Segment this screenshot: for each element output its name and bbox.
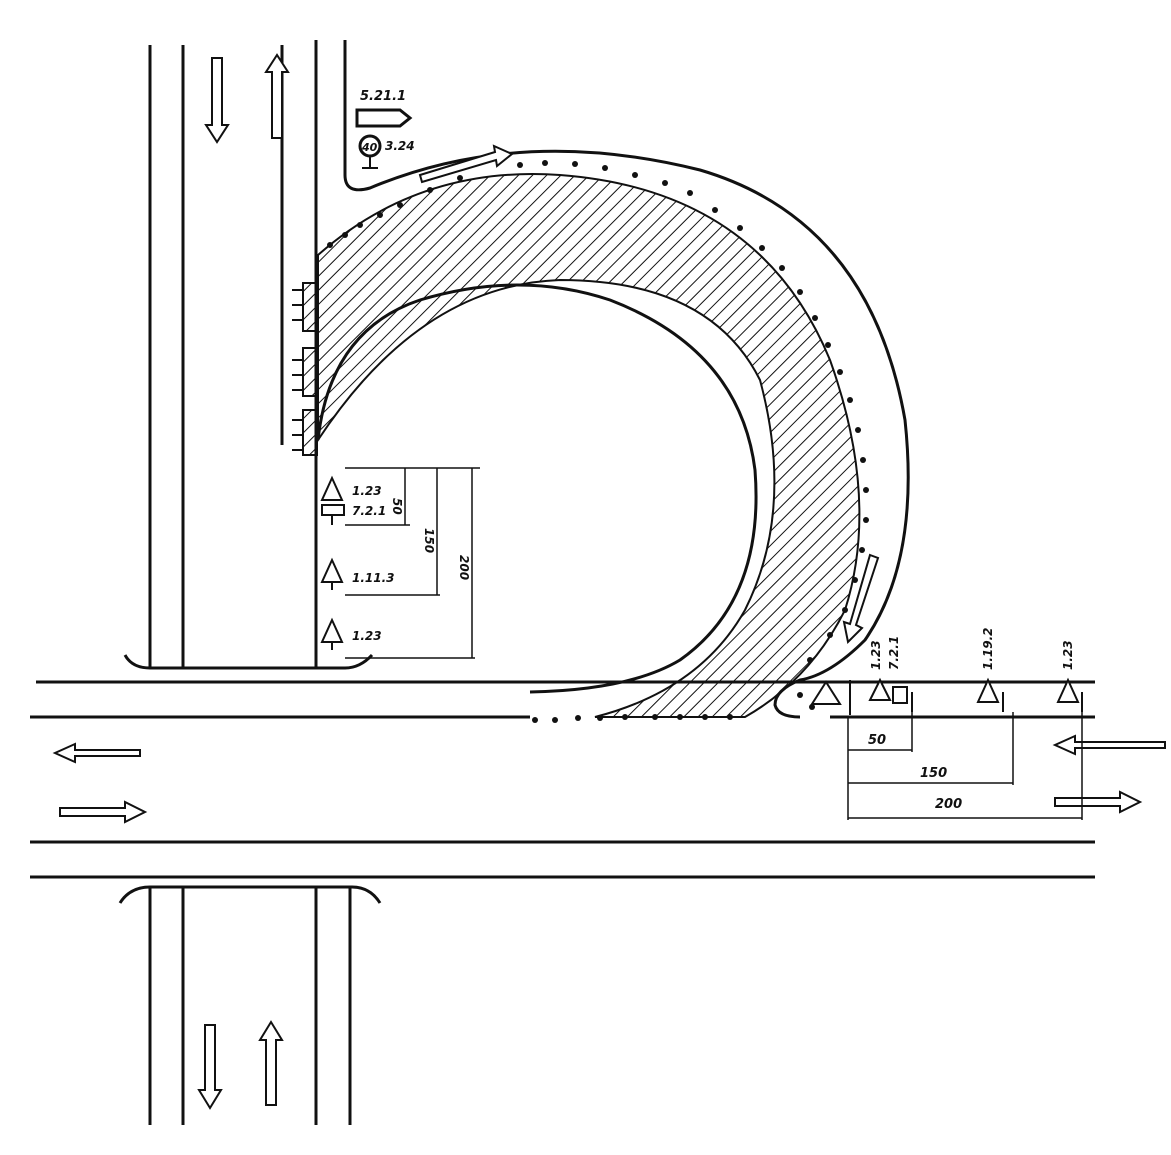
left-sign-labels: 1.23 7.2.1 1.11.3 1.23 <box>352 484 395 643</box>
left-sign-4: 1.23 <box>352 629 382 643</box>
arrow-east-west-right <box>1052 734 1166 756</box>
right-dimension-lines <box>847 712 1083 820</box>
arrow-ramp-entry <box>418 144 514 184</box>
arrow-south-down <box>197 1024 223 1110</box>
right-sign-labels: 1.23 7.2.1 1.19.2 1.23 <box>869 627 1075 670</box>
arrow-ramp-exit <box>842 553 880 645</box>
warning-sign-icon-r0 <box>810 680 842 705</box>
right-sign-1: 1.23 <box>869 640 883 670</box>
arrow-east-east-right <box>1054 790 1143 814</box>
dim-right-150: 150 <box>920 766 947 781</box>
left-signs <box>320 475 345 650</box>
warning-sign-icon-2 <box>320 557 344 583</box>
south-road <box>118 885 382 1125</box>
dim-right-200: 200 <box>935 797 962 812</box>
loop-outer-edge <box>343 40 910 719</box>
right-sign-2: 7.2.1 <box>887 636 901 670</box>
guardrails-left <box>302 282 318 456</box>
dim-right-50: 50 <box>868 733 886 748</box>
dim-left-150: 150 <box>422 528 436 553</box>
dim-left-200: 200 <box>457 555 471 580</box>
warning-sign-icon-r1 <box>868 677 892 701</box>
arrow-west <box>52 742 141 764</box>
delineator-posts <box>327 160 869 723</box>
dim-left-50: 50 <box>390 498 404 515</box>
hatched-island <box>317 173 861 718</box>
arrow-north-up <box>264 53 290 139</box>
route-sign-icon <box>355 108 413 128</box>
sign-label-3-24: 3.24 <box>385 139 415 153</box>
warning-sign-icon-r3 <box>1056 677 1080 703</box>
arrow-south-up <box>258 1020 284 1106</box>
sign-label-5-21-1: 5.21.1 <box>360 89 406 104</box>
top-signs: 5.21.1 40 3.24 <box>355 89 415 169</box>
speed-limit-value: 40 <box>361 141 378 154</box>
main-road <box>30 680 1095 879</box>
arrow-north-down <box>204 57 230 144</box>
warning-sign-icon-3 <box>320 617 344 643</box>
left-sign-2: 7.2.1 <box>352 504 386 518</box>
guardrail-posts <box>292 289 303 451</box>
warning-sign-icon-r2 <box>976 677 1000 703</box>
right-signs <box>810 677 1083 715</box>
traffic-arrows <box>52 53 1166 1110</box>
left-dimension-labels: 50 150 200 <box>390 498 471 580</box>
loop-inner-edge <box>316 283 758 694</box>
arrow-east <box>59 800 148 824</box>
left-dimension-lines <box>345 467 480 659</box>
right-sign-3: 1.19.2 <box>981 627 995 670</box>
right-dimension-labels: 50 150 200 <box>868 733 962 812</box>
warning-sign-icon-1 <box>320 475 344 501</box>
left-sign-1: 1.23 <box>352 484 382 498</box>
left-sign-3: 1.11.3 <box>352 571 395 585</box>
right-sign-4: 1.23 <box>1061 640 1075 670</box>
